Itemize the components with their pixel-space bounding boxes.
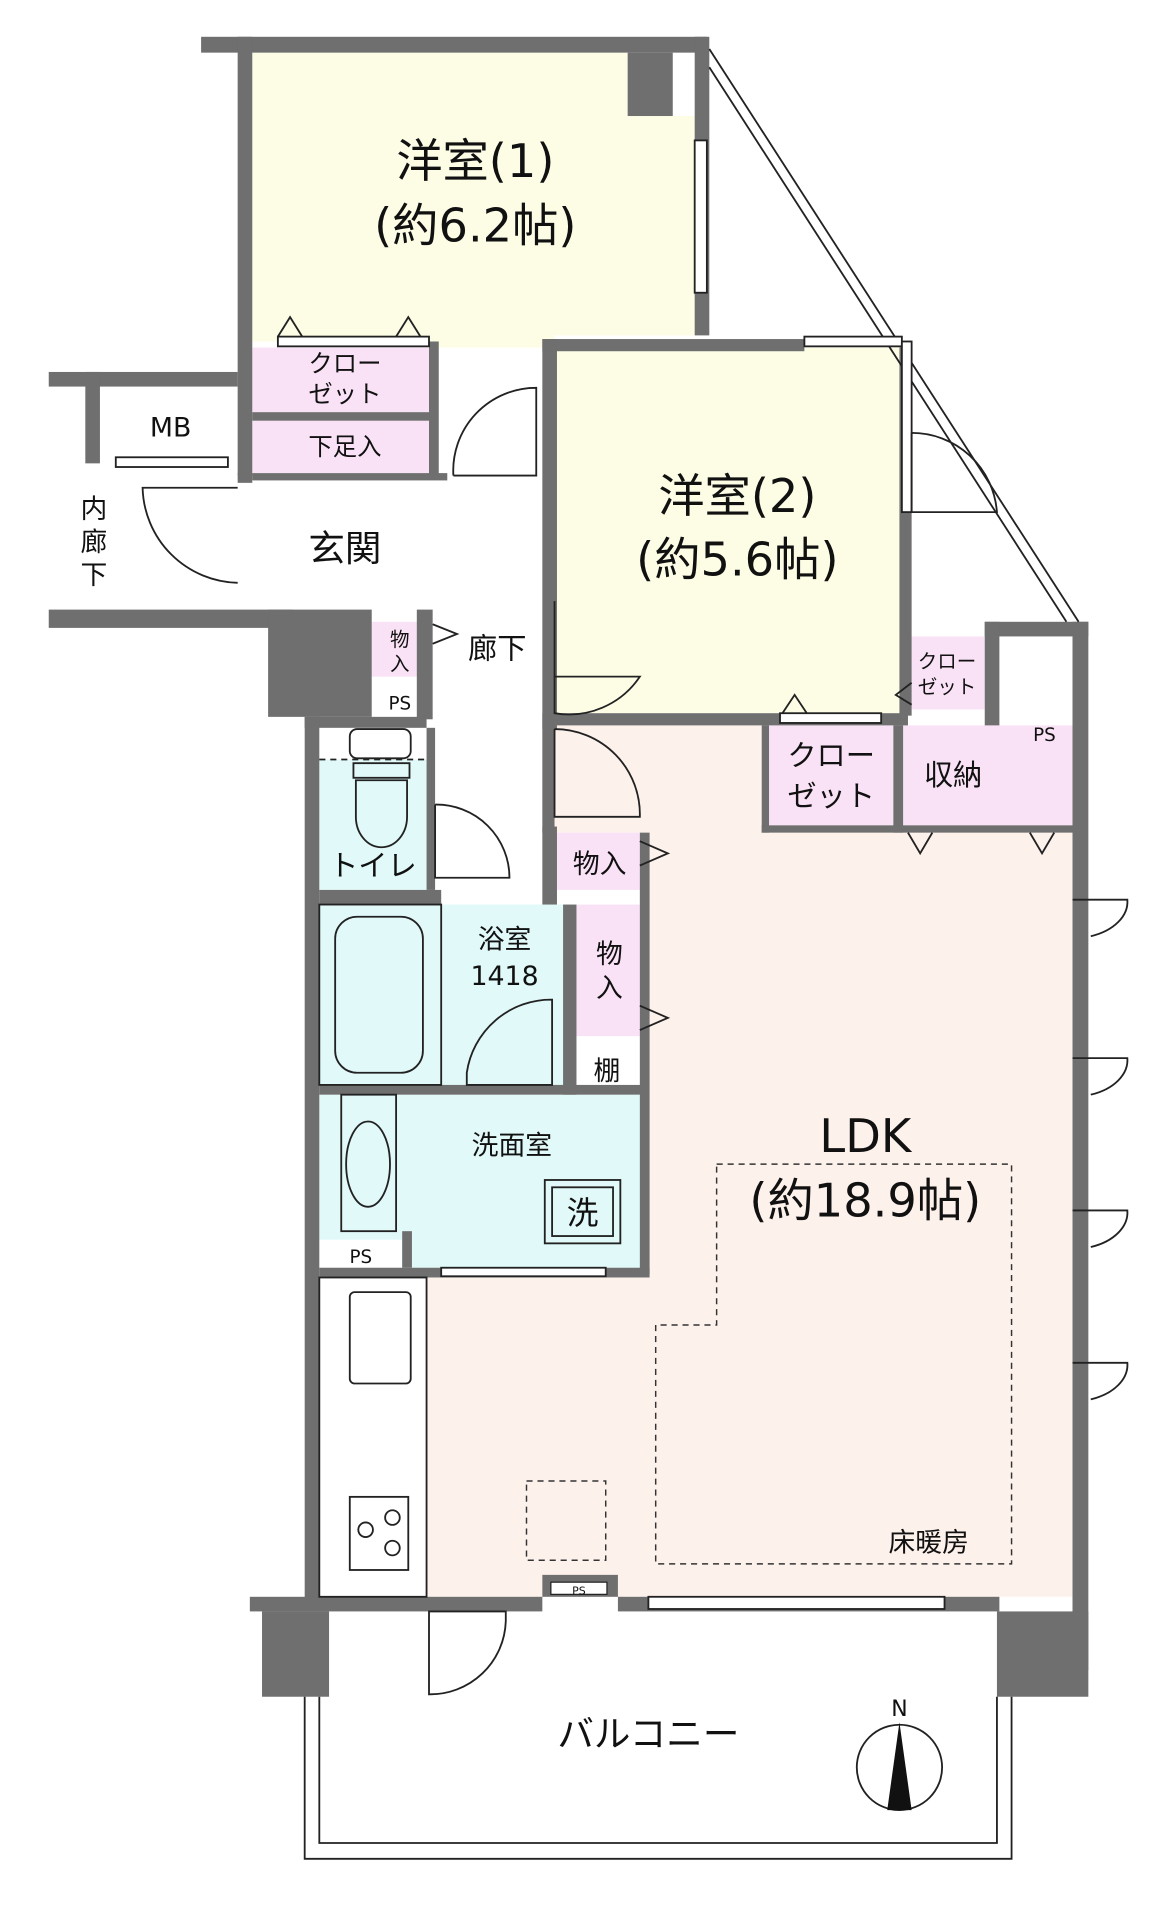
bedroom1-floor	[252, 52, 695, 476]
storage-small-2: 入	[390, 653, 410, 676]
storage-ldk-label: 収納	[924, 758, 983, 792]
storage-b-1: 物	[596, 939, 623, 970]
entrance-label: 玄関	[308, 527, 381, 570]
fixtures	[318, 728, 622, 1598]
ps-label-3: PS	[349, 1247, 372, 1268]
sink	[348, 1291, 412, 1385]
shoe-storage	[252, 420, 429, 474]
inner-corridor-1: 内	[80, 494, 107, 525]
inner-corridor-2: 廊	[80, 527, 107, 558]
closet1-line1: クロー	[308, 349, 381, 378]
toilet-bowl	[354, 779, 408, 849]
bath-name: 浴室	[478, 924, 532, 955]
ldk-size: (約18.9帖)	[749, 1174, 981, 1228]
closet-bedroom1	[252, 347, 429, 413]
labels: 洋室(1) (約6.2帖) 洋室(2) (約5.6帖) LDK (約18.9帖)…	[80, 134, 1055, 1756]
bath-size: 1418	[470, 961, 538, 992]
washer-label: 洗	[567, 1196, 599, 1232]
floor-heating-area	[654, 1163, 1013, 1565]
closet3-line1: クロー	[787, 739, 875, 773]
doors	[141, 315, 1129, 1696]
storage-a	[554, 832, 640, 890]
shelf-label: 棚	[594, 1056, 621, 1087]
north-label: N	[891, 1697, 907, 1722]
ps-label-2: PS	[1033, 725, 1056, 746]
ldk-name: LDK	[819, 1109, 912, 1163]
storage-small-1: 物	[390, 628, 410, 651]
hallway-label: 廊下	[468, 631, 527, 665]
storage-b	[576, 904, 640, 1037]
toilet-label: トイレ	[329, 848, 417, 882]
storage-a-label: 物入	[573, 849, 627, 880]
closet1-line2: ゼット	[308, 379, 381, 408]
mb-label: MB	[150, 413, 192, 444]
north-compass: N	[855, 1697, 944, 1811]
ps-label-4: PS	[572, 1584, 586, 1597]
bedroom1-size: (約6.2帖)	[374, 199, 576, 253]
storage-ldk	[901, 725, 1073, 826]
floor-heating-label: 床暖房	[888, 1528, 968, 1559]
ldk-floor	[426, 725, 1073, 1597]
storage-b-2: 入	[596, 973, 623, 1004]
closet2-line2: ゼット	[918, 676, 977, 699]
toilet-tank	[348, 728, 412, 760]
bedroom2-name: 洋室(2)	[658, 469, 816, 523]
ps-label-1: PS	[388, 694, 411, 715]
wash-basin	[345, 1120, 391, 1208]
washroom-label: 洗面室	[472, 1130, 552, 1161]
bedroom1-name: 洋室(1)	[396, 134, 554, 188]
balcony-label: バルコニー	[557, 1713, 739, 1756]
walls	[48, 36, 1089, 1697]
closet-ldk	[767, 725, 894, 826]
windows	[114, 139, 946, 1610]
shoe-storage-label: 下足入	[308, 432, 381, 461]
bedroom2-size: (約5.6帖)	[636, 532, 838, 586]
bedroom2-floor	[554, 347, 902, 714]
dining-marker	[525, 1480, 607, 1561]
inner-corridor-3: 下	[80, 560, 107, 591]
closet-bedroom2	[911, 636, 985, 710]
closet2-line1: クロー	[918, 650, 977, 673]
washer-box	[543, 1179, 622, 1245]
bathtub	[334, 915, 424, 1074]
closet3-line2: ゼット	[787, 779, 875, 813]
stove	[348, 1495, 410, 1571]
